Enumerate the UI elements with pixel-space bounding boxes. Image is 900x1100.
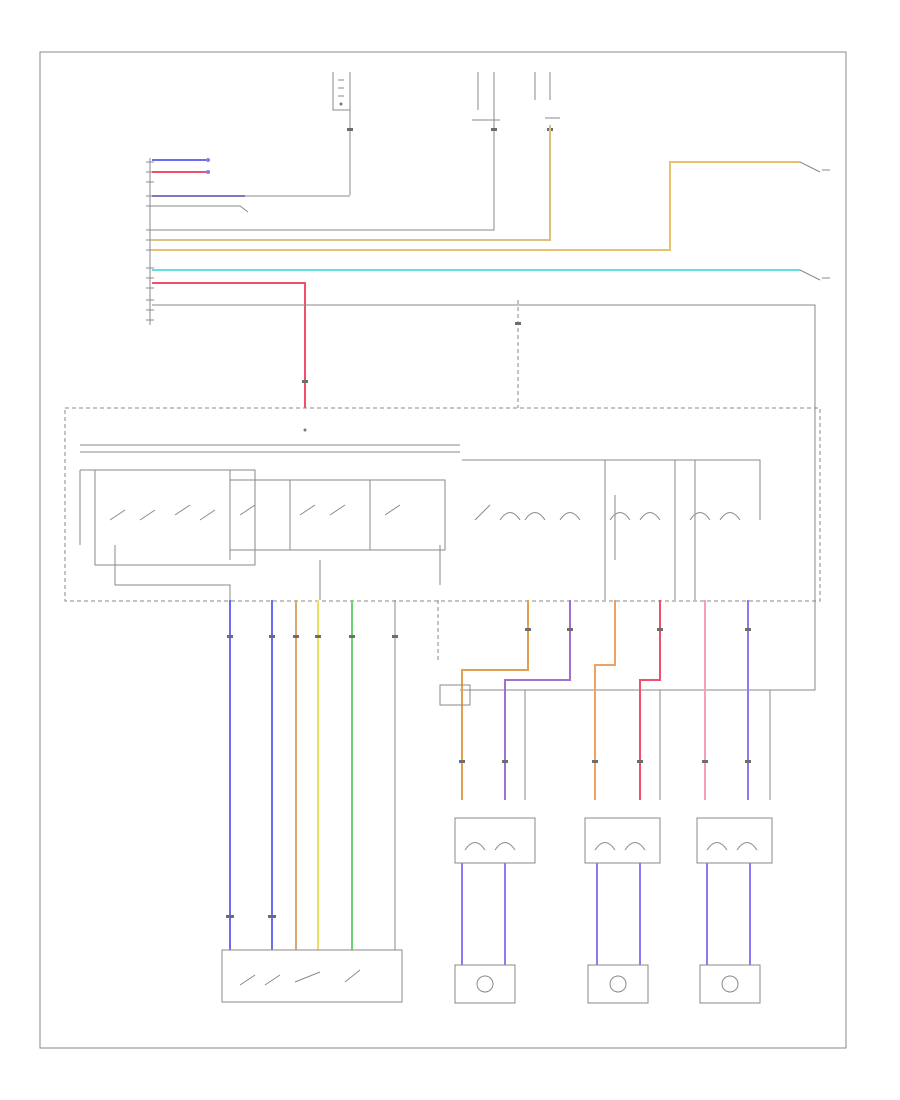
main-power-window-switch — [64, 407, 821, 602]
fuse-block-top-middle — [472, 72, 500, 210]
wire-gray-ground-bus — [152, 304, 816, 691]
wire-tan-long — [152, 161, 800, 251]
main-switch-internals — [94, 428, 741, 600]
door-lock-block — [439, 684, 471, 706]
wire-tan-to-right-fuse — [152, 125, 551, 241]
wire-gray-lead — [152, 205, 249, 213]
left-rear-motor — [587, 964, 649, 1004]
left-rear-switch — [584, 817, 661, 864]
right-rear-switch — [696, 817, 773, 864]
wire-purple — [504, 600, 571, 800]
wire-red-main — [152, 282, 306, 408]
right-front-switch — [454, 817, 536, 864]
right-front-motor — [454, 964, 516, 1004]
wire-orange-3 — [594, 600, 616, 800]
wire-orange-2 — [461, 600, 529, 800]
fuse-block-top-right — [534, 72, 560, 131]
left-connector-pins — [146, 158, 154, 325]
fuse-block-top-left — [332, 72, 353, 195]
right-rear-motor — [699, 964, 761, 1004]
diagram-frame — [39, 51, 847, 1049]
lock-switch — [221, 915, 403, 1003]
wire-red-2 — [639, 600, 661, 800]
wire-gray-to-middle-fuse — [152, 210, 495, 231]
connector-marks — [227, 628, 751, 763]
